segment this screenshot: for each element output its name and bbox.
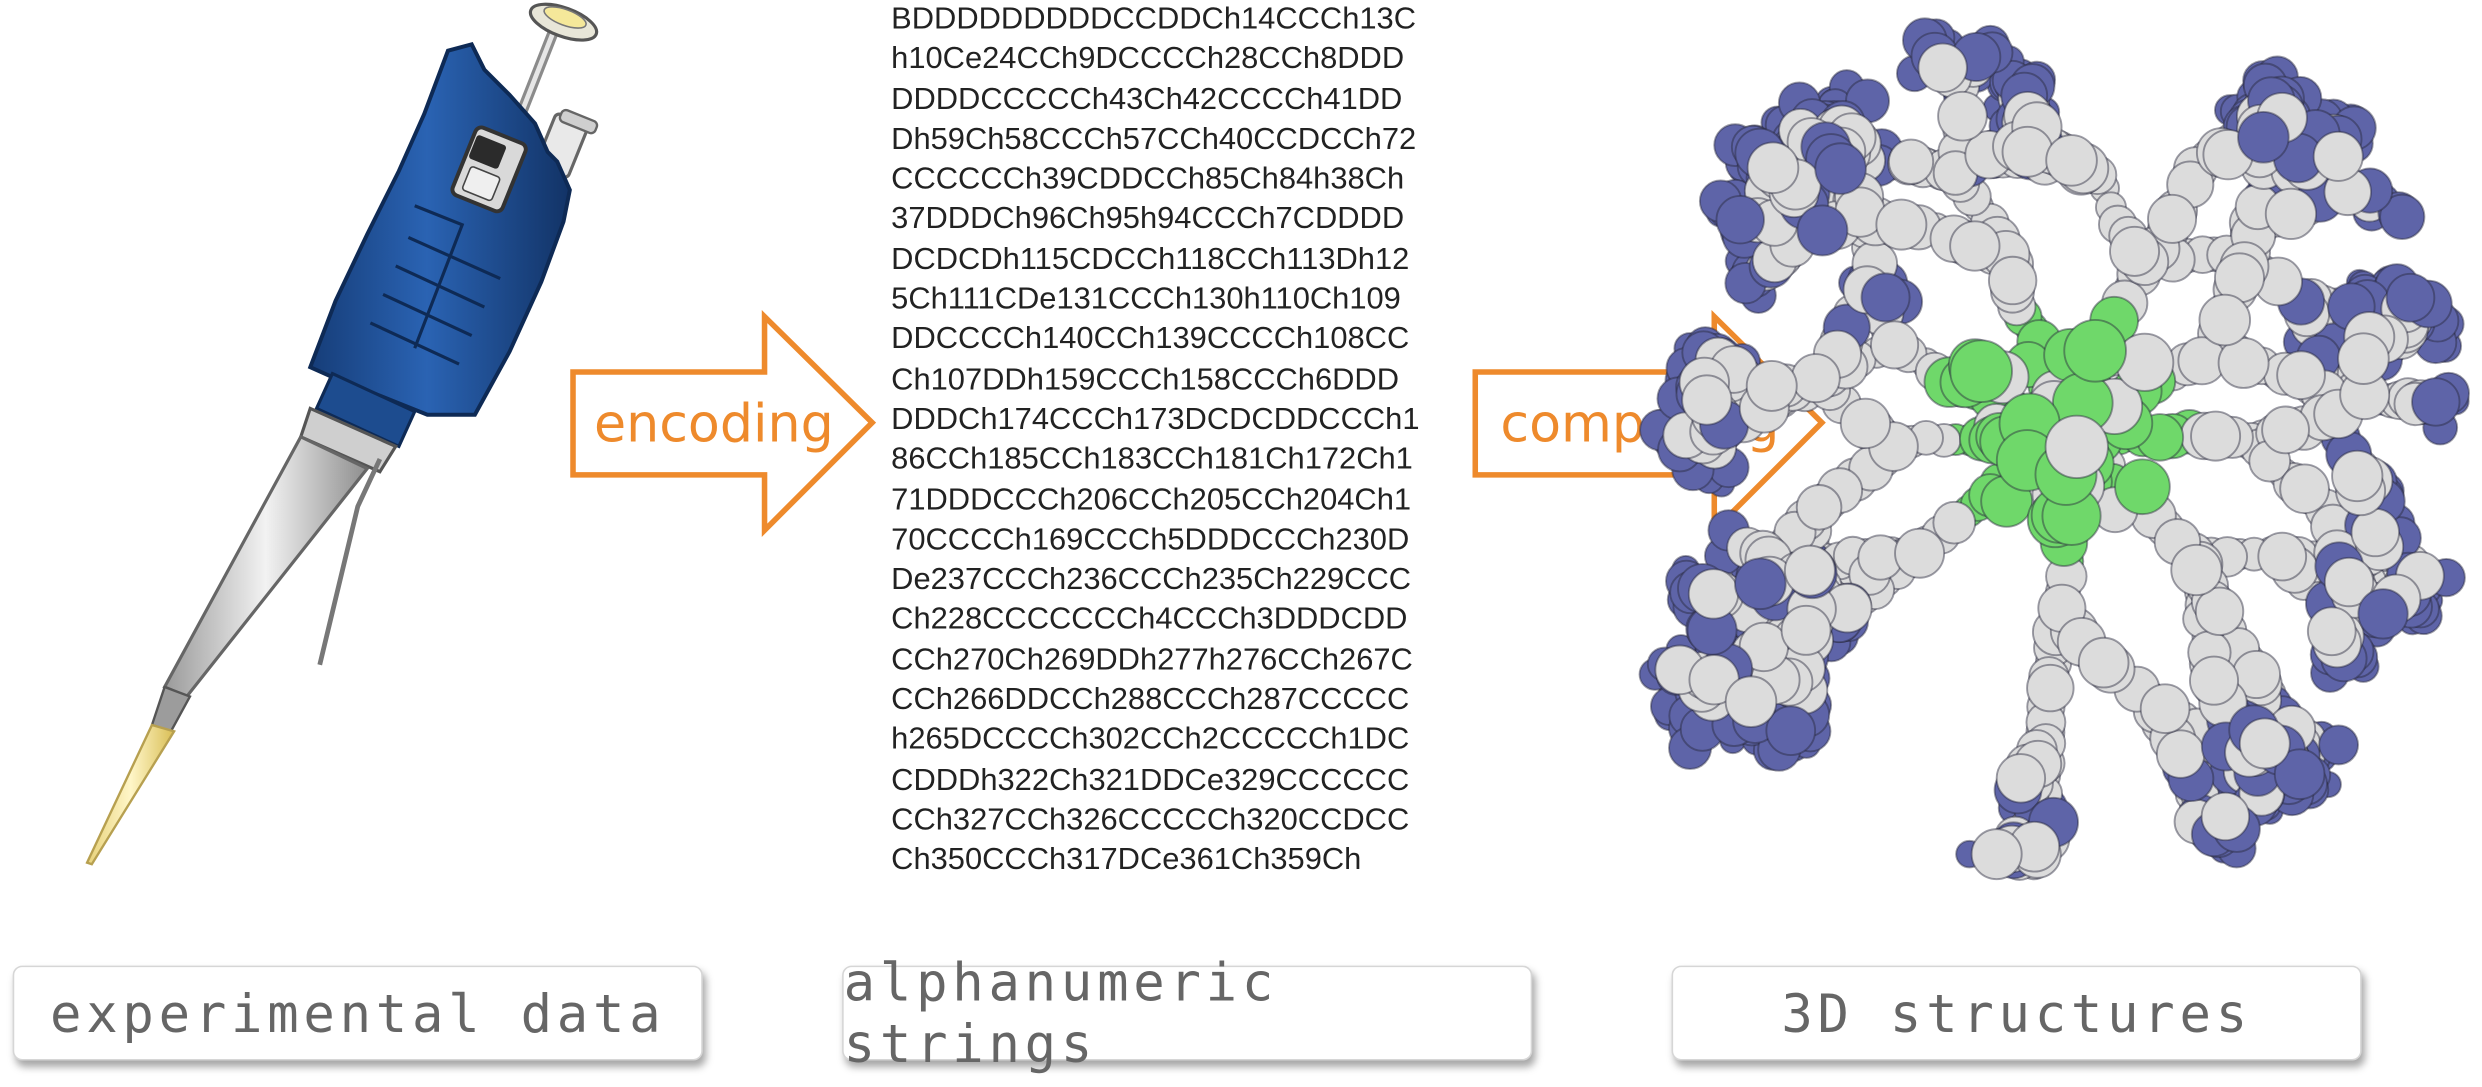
- structure-atom: [2411, 377, 2461, 427]
- sequence-line: 86CCh185CCh183CCh181Ch172Ch1: [891, 442, 1413, 477]
- structure-atom: [1987, 255, 2038, 306]
- structure-atom: [2044, 414, 2109, 479]
- structure-atom: [2257, 531, 2308, 582]
- structure-atom: [2147, 193, 2198, 244]
- structure-atom: [1887, 138, 1935, 185]
- structure-atom: [1765, 705, 1817, 756]
- structure-atom: [2357, 588, 2409, 640]
- sequence-line: Ch107DDh159CCCh158CCCh6DDD: [891, 361, 1400, 397]
- label-experimental-data: experimental data: [12, 965, 703, 1061]
- structure-atom: [2139, 683, 2191, 734]
- structure-atom: [1796, 204, 1849, 257]
- structure-atom: [2045, 134, 2098, 187]
- structure-atom: [1724, 675, 1778, 728]
- sequence-line: h265DCCCCh302CCh2CCCCCh1DC: [891, 722, 1410, 758]
- structure-atom: [1715, 195, 1765, 245]
- sequence-line: DDDDCCCCCh43Ch42CCCCh41DD: [891, 81, 1403, 117]
- structure-atom: [2194, 586, 2245, 637]
- sequence-line: De237CCCh236CCCh235Ch229CCC: [891, 562, 1412, 598]
- structure-atom: [2155, 729, 2206, 779]
- molecular-structure-illustration: [1638, 17, 2470, 881]
- structure-atom: [1745, 359, 1798, 412]
- structure-atom: [2279, 463, 2330, 515]
- structure-atom: [1870, 320, 1920, 370]
- sequence-line: Dh59Ch58CCCh57CCh40CCDCCh72: [891, 121, 1417, 157]
- structure-atom: [2261, 405, 2310, 455]
- structure-atom: [2379, 193, 2426, 240]
- structure-atom: [2188, 655, 2240, 706]
- sequence-line: DDCCCCh140CCh139CCCCh108CC: [891, 321, 1410, 357]
- sequence-line: DDDCh174CCCh173DCDCDDCCCh1: [891, 402, 1420, 437]
- structure-atom: [1746, 141, 1800, 195]
- structure-atom: [1860, 272, 1911, 323]
- structure-atom: [2306, 606, 2357, 657]
- structure-atom: [1790, 353, 1841, 404]
- sequence-line: CCh327CCh326CCCCCh320CCDCC: [891, 802, 1410, 838]
- sequence-line: CCCCCCh39CDDCCh85Ch84h38Ch: [891, 161, 1405, 197]
- structure-atom: [1687, 568, 1740, 620]
- structure-atom: [2264, 187, 2318, 240]
- structure-atom: [1949, 339, 2013, 404]
- label-3d-structures: 3D structures: [1671, 965, 2362, 1061]
- structure-atom: [1681, 374, 1733, 426]
- structure-atom: [2312, 130, 2364, 182]
- plunger-icon: [510, 2, 599, 129]
- structure-atom: [2077, 636, 2130, 689]
- structure-atom: [1894, 527, 1946, 579]
- structure-atom: [1995, 753, 2047, 804]
- structure-atom: [2385, 272, 2436, 323]
- structure-atom: [1795, 484, 1843, 531]
- structure-atom: [1949, 220, 2001, 272]
- sequence-line: Ch350CCCh317DCe361Ch359Ch: [891, 842, 1362, 878]
- structure-atom: [1814, 142, 1867, 195]
- structure-atom: [2217, 336, 2270, 389]
- sequence-line: CDDDh322Ch321DDCe329CCCCCC: [891, 762, 1410, 798]
- structure-atom: [1734, 557, 1787, 611]
- structure-atom: [2026, 663, 2075, 713]
- sequence-line: 37DDDCh96Ch95h94CCCh7CDDDD: [891, 201, 1405, 237]
- sequence-line: CCh270Ch269DDh277h276CCh267C: [891, 642, 1413, 678]
- structure-atom: [2200, 791, 2251, 842]
- structure-atom: [1875, 198, 1928, 251]
- structure-atom: [1932, 500, 1977, 545]
- structure-atom: [1970, 828, 2023, 881]
- label-alphanumeric-strings: alphanumeric strings: [842, 951, 1533, 1075]
- structure-atom: [1839, 397, 1892, 450]
- encoding-arrow: [570, 309, 877, 537]
- structure-atom: [2276, 350, 2326, 400]
- sequence-line: DCDCDh115CDCCh118CCh113Dh12: [891, 241, 1410, 277]
- sequence-line: Ch228CCCCCCCh4CCCh3DDDCDD: [891, 602, 1408, 638]
- sequence-line: h10Ce24CCh9DCCCCh28CCh8DDD: [891, 41, 1405, 77]
- structure-atom: [1937, 90, 1988, 142]
- encoding-arrow-label: encoding: [594, 395, 834, 455]
- structure-atom: [2237, 110, 2290, 164]
- structure-atom: [1783, 544, 1836, 597]
- structure-atom: [2273, 748, 2326, 800]
- sequence-line: 70CCCCh169CCCh5DDDCCCh230D: [891, 522, 1410, 557]
- alphanumeric-sequence: BDDDDDDDDDCCDDCh14CCCh13C h10Ce24CCh9DCCC…: [891, 0, 1477, 881]
- sequence-line: CCh266DDCCh288CCCh287CCCCC: [891, 682, 1410, 718]
- structure-atom: [2190, 410, 2242, 462]
- structure-atom: [2238, 717, 2291, 770]
- sequence-line: BDDDDDDDDDCCDDCh14CCCh13C: [891, 1, 1417, 37]
- structure-atom: [2114, 458, 2171, 516]
- structure-atom: [2109, 225, 2161, 277]
- structure-atom: [2337, 332, 2390, 385]
- structure-atom: [2001, 125, 2054, 178]
- pipette-illustration: [85, 2, 599, 866]
- sequence-line: 71DDDCCCh206CCh205CCh204Ch1: [891, 482, 1412, 517]
- structure-atom: [2170, 543, 2223, 597]
- structure-atom: [2198, 293, 2252, 347]
- structure-atom: [2063, 318, 2127, 383]
- structure-atom: [2323, 556, 2375, 608]
- structure-atom: [2331, 449, 2384, 503]
- structure-atom: [1780, 604, 1832, 656]
- structure-atom: [2318, 724, 2359, 766]
- structure-atom: [1917, 42, 1968, 93]
- sequence-line: 5Ch111CDe131CCCh130h110Ch109: [891, 281, 1401, 317]
